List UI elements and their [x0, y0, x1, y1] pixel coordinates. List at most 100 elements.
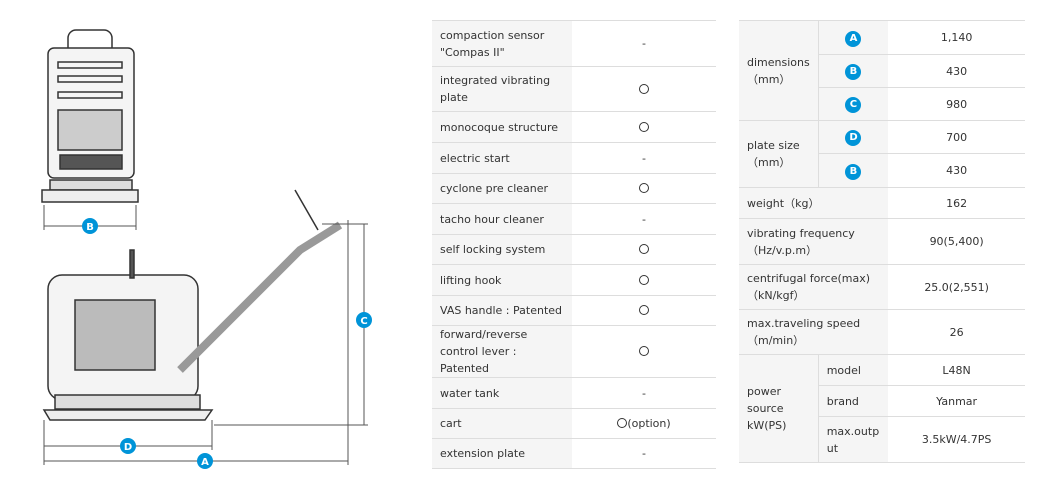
spec-row: B 430 [739, 153, 1025, 188]
feature-value: - [642, 151, 646, 165]
value: 3.5kW/4.7PS [888, 416, 1025, 463]
unit: （Hz/v.p.m） [747, 243, 818, 257]
dimensions-label: dimensions [747, 55, 810, 69]
spec-row: C 980 [739, 87, 1025, 121]
badge-b: B [845, 163, 862, 180]
power-label: power source kW(PS) [747, 385, 787, 432]
feature-value-cell [572, 234, 716, 265]
value: 430 [888, 153, 1025, 188]
features-table: compaction sensor "Compas II" - integrated… [432, 20, 716, 469]
unit: （m/min） [747, 334, 805, 347]
badge-d: D [845, 130, 862, 146]
circle-icon [639, 121, 649, 132]
badge-c: C [845, 97, 862, 113]
feature-label: forward/reverse control lever : Patented [432, 325, 572, 378]
circle-icon [639, 244, 649, 254]
feature-value-cell: - [572, 142, 716, 174]
feature-value-cell: - [572, 20, 716, 67]
feature-value-cell: (option) [572, 408, 716, 439]
freq-label: vibrating frequency [747, 226, 855, 240]
feature-row: monocoque structure [432, 111, 716, 143]
feature-row: VAS handle : Patented [432, 295, 716, 326]
unit: （mm） [747, 156, 791, 169]
spec-row: weight（kg） 162 [739, 187, 1025, 219]
unit: （kN/kgf） [747, 289, 805, 302]
value: 700 [888, 120, 1025, 154]
feature-value: - [642, 386, 646, 400]
value: Yanmar [888, 385, 1025, 417]
value: 26 [888, 309, 1025, 355]
feature-row: self locking system [432, 234, 716, 265]
circle-icon [639, 305, 649, 315]
feature-value: - [642, 212, 646, 226]
speed-label: max.traveling speed [747, 317, 861, 330]
feature-row: electric start - [432, 142, 716, 174]
feature-label: electric start [432, 142, 572, 174]
feature-value-cell: - [572, 203, 716, 235]
feature-row: cyclone pre cleaner [432, 173, 716, 204]
feature-row: integrated vibrating plate [432, 66, 716, 112]
value: 162 [888, 187, 1025, 219]
spec-row: B 430 [739, 54, 1025, 88]
badge-a: A [845, 30, 862, 47]
force-label: centrifugal force(max) [747, 272, 871, 285]
feature-label: integrated vibrating plate [432, 66, 572, 112]
badge-b: B [86, 222, 94, 233]
feature-value: - [642, 447, 646, 460]
plate-size-label: plate size [747, 139, 800, 152]
feature-row: compaction sensor "Compas II" - [432, 20, 716, 67]
feature-row: water tank - [432, 377, 716, 409]
feature-value-cell [572, 66, 716, 112]
badge-a: A [201, 457, 209, 468]
feature-row: lifting hook [432, 264, 716, 296]
value: 980 [888, 87, 1025, 121]
feature-value: - [642, 37, 646, 50]
feature-label: extension plate [432, 438, 572, 469]
feature-label: monocoque structure [432, 111, 572, 143]
feature-value-cell [572, 173, 716, 204]
dimension-badges: B C D A [82, 218, 372, 469]
feature-label: lifting hook [432, 264, 572, 296]
compactor-illustration: B C D A [41, 29, 372, 469]
badge-d: D [124, 442, 132, 453]
feature-value-cell [572, 295, 716, 326]
sub-label: brand [818, 385, 889, 417]
feature-label: cyclone pre cleaner [432, 173, 572, 204]
circle-icon [639, 183, 649, 193]
feature-row: tacho hour cleaner - [432, 203, 716, 235]
feature-value-cell [572, 111, 716, 143]
feature-row: extension plate - [432, 438, 716, 469]
feature-label: VAS handle : Patented [432, 295, 572, 326]
feature-label: compaction sensor "Compas II" [432, 20, 572, 67]
feature-value-cell [572, 264, 716, 296]
spec-row: vibrating frequency （Hz/v.p.m） 90(5,400) [739, 218, 1025, 265]
value: L48N [888, 354, 1025, 386]
circle-icon [639, 274, 649, 285]
value-suffix: (option) [627, 417, 671, 430]
feature-label: cart [432, 408, 572, 439]
badge-c: C [360, 316, 367, 327]
value: 25.0(2,551) [888, 264, 1025, 310]
feature-row: cart (option) [432, 408, 716, 439]
sub-label: model [818, 354, 889, 386]
feature-label: tacho hour cleaner [432, 203, 572, 235]
sub-label: max.output [818, 416, 889, 463]
circle-icon [617, 418, 628, 428]
spec-row: plate size （mm） D 700 [739, 120, 1025, 188]
feature-value-cell: - [572, 438, 716, 469]
weight-label: weight（kg） [747, 196, 820, 210]
feature-label: self locking system [432, 234, 572, 265]
feature-label: water tank [432, 377, 572, 409]
badge-b: B [845, 64, 862, 80]
value: 430 [888, 54, 1025, 88]
spec-row: centrifugal force(max) （kN/kgf） 25.0(2,551… [739, 264, 1025, 310]
feature-value-cell [572, 325, 716, 378]
value: 90(5,400) [888, 218, 1025, 265]
unit: （mm） [747, 72, 791, 86]
circle-icon [639, 83, 649, 94]
